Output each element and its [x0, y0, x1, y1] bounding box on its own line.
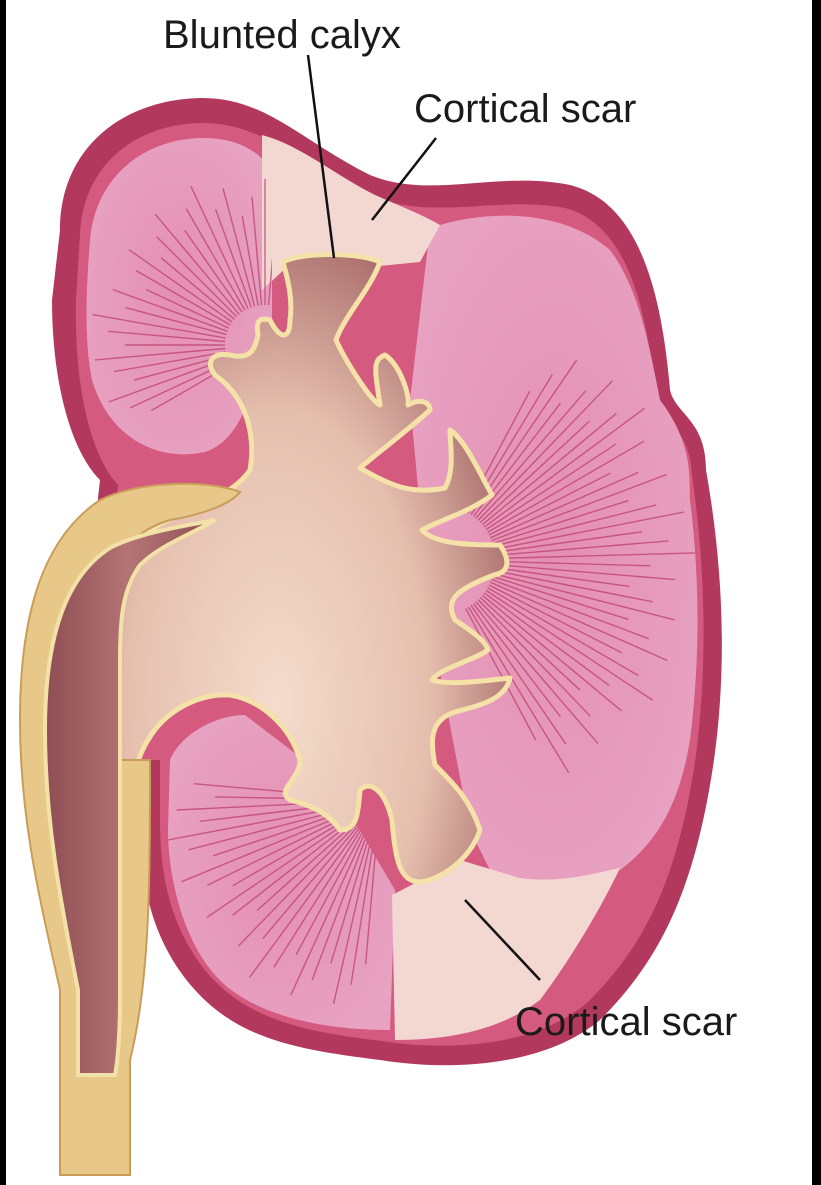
frame-right-padding	[805, 1000, 812, 1050]
frame-left-border	[0, 0, 6, 1185]
label-cortical-scar-top: Cortical scar	[414, 87, 636, 131]
label-cortical-scar-bottom: Cortical scar	[515, 1000, 737, 1044]
frame-right-border-top	[812, 0, 821, 1185]
label-blunted-calyx: Blunted calyx	[163, 13, 401, 57]
